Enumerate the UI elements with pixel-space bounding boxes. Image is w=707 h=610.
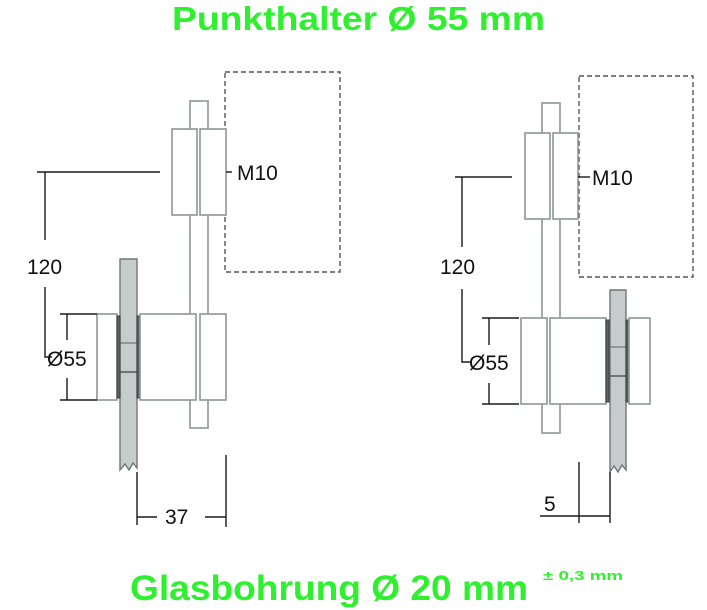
diameter-dimension-label: Ø55	[47, 348, 87, 371]
right-drawing: M10 120 Ø55 5	[440, 75, 694, 523]
glass-pane	[119, 258, 138, 472]
holder-body	[549, 317, 607, 405]
upper-nut	[199, 128, 227, 216]
holder-body	[139, 313, 197, 401]
left-drawing: M10 120 Ø55 37	[27, 71, 341, 529]
tolerance-label: ± 0,3 mm	[543, 568, 623, 583]
upper-nut	[171, 128, 198, 216]
upper-nut	[552, 132, 579, 220]
page-title: Punkthalter Ø 55 mm	[172, 0, 545, 37]
diameter-dimension-label: Ø55	[469, 352, 509, 375]
glass-pane	[609, 289, 627, 475]
height-dimension-label: 120	[27, 256, 62, 279]
gasket	[605, 319, 610, 403]
lower-nut	[199, 313, 227, 401]
glass-hole-caption: Glasbohrung Ø 20 mm	[130, 569, 528, 608]
offset-dimension-label: 37	[165, 506, 188, 529]
offset-dimension-label: 5	[544, 493, 556, 516]
height-dimension-label: 120	[440, 256, 475, 279]
lower-nut	[520, 317, 548, 405]
gasket	[116, 315, 121, 399]
outer-disc	[628, 317, 651, 405]
thread-label: M10	[592, 167, 633, 190]
thread-label: M10	[237, 162, 278, 185]
outer-disc	[96, 313, 118, 401]
upper-nut	[524, 132, 551, 220]
